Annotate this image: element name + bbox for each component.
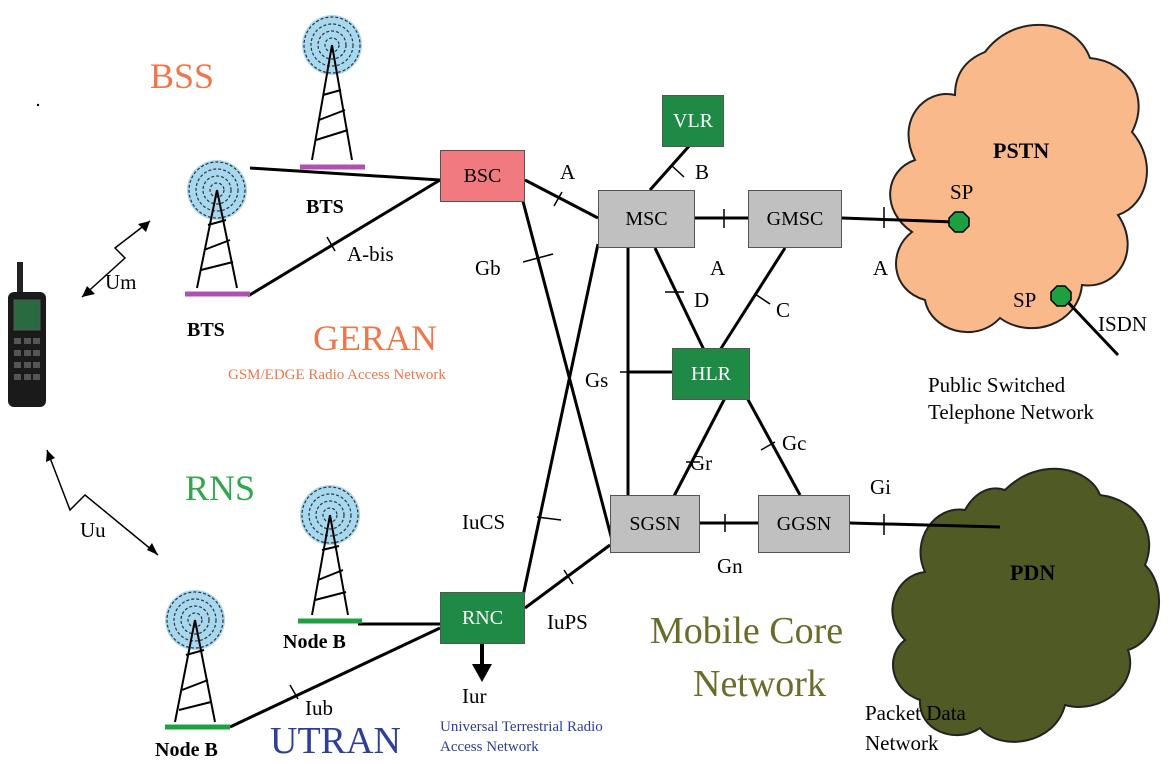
gc-interface-label: Gc [782,431,807,455]
um-interface-label: Um [105,270,137,294]
c-interface-label: C [776,298,791,322]
b-interface-label: B [695,160,710,184]
hlr-node[interactable]: HLR [672,348,750,400]
bts-left-tower [185,160,250,297]
bts-top-tower [300,15,365,170]
geran-label: GERAN [313,318,437,358]
bsc-node[interactable]: BSC [440,150,525,202]
bss-label: BSS [150,56,215,96]
pdn-cloud [891,467,1161,743]
utran-full-label-1: Universal Terrestrial Radio [440,719,603,735]
pstn-full-label-2: Telephone Network [928,400,1094,424]
isdn-label: ISDN [1098,312,1148,336]
vlr-node[interactable]: VLR [662,95,724,147]
mobile-phone-icon [8,262,46,407]
um-wave [81,220,151,298]
pdn-full-label-2: Network [865,731,939,755]
sgsn-node[interactable]: SGSN [610,495,700,553]
rns-label: RNS [185,468,256,508]
pdn-label: PDN [1010,560,1056,585]
sp1-label: SP [950,180,974,204]
d-interface-label: D [694,288,710,312]
iub-interface-label: Iub [305,696,333,720]
gn-interface-label: Gn [717,554,743,578]
nodeb-left-label: Node B [155,739,218,761]
abis-interface-label: A-bis [347,242,394,266]
sp-node-2 [1050,285,1072,307]
bts-top-label: BTS [306,196,344,218]
geran-full-label: GSM/EDGE Radio Access Network [228,367,446,383]
core-network-label-2: Network [693,663,826,705]
gmsc-node[interactable]: GMSC [748,190,842,248]
utran-full-label-2: Access Network [440,739,539,755]
a-msc-interface-label: A [710,256,726,280]
sp2-label: SP [1013,288,1037,312]
core-network-label-1: Mobile Core [650,610,844,652]
nodeb-left-tower [165,590,230,730]
pstn-full-label-1: Public Switched [928,373,1066,397]
rnc-node[interactable]: RNC [440,592,525,644]
iucs-interface-label: IuCS [462,510,506,534]
gi-interface-label: Gi [870,475,891,499]
nodeb-top-tower [298,485,362,624]
a-bsc-interface-label: A [560,160,576,184]
gs-interface-label: Gs [585,368,609,392]
uu-interface-label: Uu [80,518,106,542]
iups-interface-label: IuPS [547,610,588,634]
pstn-cloud [889,23,1148,334]
iur-interface-label: Iur [462,684,487,708]
msc-node[interactable]: MSC [598,190,695,248]
a-pstn-interface-label: A [873,256,889,280]
nodeb-top-label: Node B [283,631,346,653]
iur-arrow [472,640,492,682]
pstn-label: PSTN [993,138,1050,163]
gr-interface-label: Gr [690,451,713,475]
ggsn-node[interactable]: GGSN [758,495,850,553]
sp-node-1 [948,211,970,233]
uu-wave [46,449,159,556]
gb-interface-label: Gb [475,256,501,280]
interface-ticks [289,164,885,700]
utran-label: UTRAN [270,720,401,762]
bts-left-label: BTS [187,319,225,341]
pdn-full-label-1: Packet Data [865,701,966,725]
